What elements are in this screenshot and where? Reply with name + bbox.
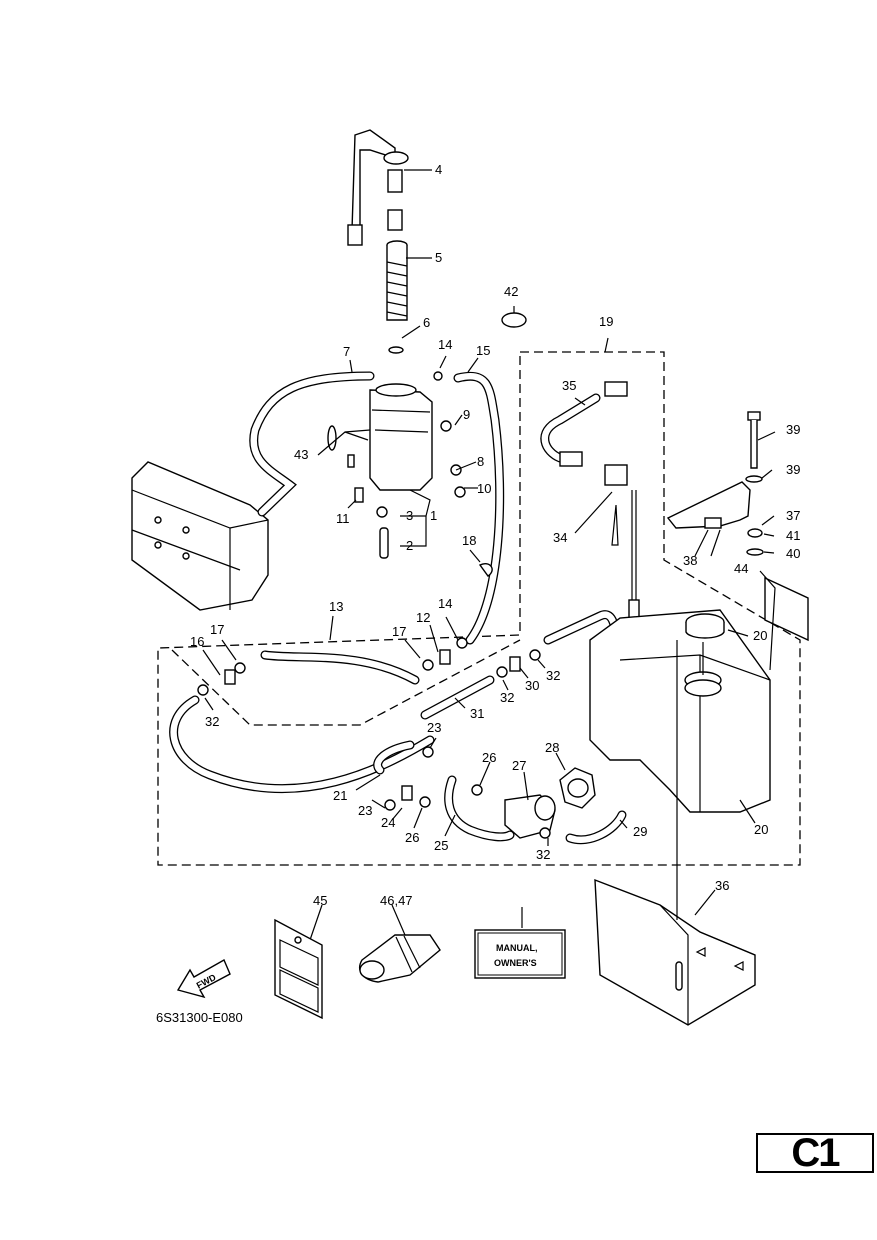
callout-18: 18	[462, 533, 476, 548]
callout-32d: 32	[536, 847, 550, 862]
callout-44: 45	[313, 893, 327, 908]
callout-19: 19	[599, 314, 613, 329]
callout-2: 2	[406, 538, 413, 553]
oil-pump-27	[504, 794, 556, 839]
fwd-arrow-icon: FWD	[176, 959, 231, 999]
callout-12: 12	[416, 610, 430, 625]
callout-14a: 14	[438, 337, 452, 352]
callout-40: 41	[786, 528, 800, 543]
callout-5: 5	[435, 250, 442, 265]
washer-39-lower	[746, 548, 764, 556]
bolt-38	[747, 411, 761, 469]
manual-tag-line1: MANUAL,	[496, 943, 538, 953]
callout-13: 13	[329, 599, 343, 614]
callout-26b: 26	[405, 830, 419, 845]
group-19-boundary	[157, 351, 801, 866]
callout-25: 25	[434, 838, 448, 853]
washer-6	[388, 346, 404, 354]
callout-6: 6	[423, 315, 430, 330]
callout-10: 10	[477, 481, 491, 496]
callout-23a: 23	[427, 720, 441, 735]
callout-26a: 26	[482, 750, 496, 765]
callout-41: 42	[504, 284, 518, 299]
callout-29: 29	[633, 824, 647, 839]
filler-tube	[386, 240, 408, 321]
callout-11: 11	[336, 511, 350, 526]
callout-31: 31	[470, 706, 484, 721]
callout-23b: 23	[358, 803, 372, 818]
pad-37	[704, 517, 722, 529]
callout-7: 7	[343, 344, 350, 359]
callout-14b: 14	[438, 596, 452, 611]
callout-42: 43	[294, 447, 308, 462]
callout-15: 15	[476, 343, 490, 358]
filler-cap	[347, 129, 409, 246]
callout-36: 37	[786, 508, 800, 523]
callout-33: 34	[553, 530, 567, 545]
callout-labels: 4 5 6 7 14 15 42 19 35 9 43 8 10 11 3 1 …	[190, 162, 800, 908]
nut-40	[747, 528, 763, 538]
callout-37: 38	[683, 553, 697, 568]
callout-39b: 40	[786, 546, 800, 561]
callout-17b: 17	[392, 624, 406, 639]
callout-43: 44	[734, 561, 748, 576]
callout-27: 27	[512, 758, 526, 773]
level-sensor	[559, 381, 640, 619]
manual-tag-line2: OWNER'S	[494, 958, 537, 968]
callout-21: 20	[753, 628, 767, 643]
callout-16: 16	[190, 634, 204, 649]
callout-38: 39	[786, 422, 800, 437]
callout-28: 28	[545, 740, 559, 755]
tank-cap-21	[685, 613, 725, 639]
bracket-36	[666, 481, 751, 529]
oil-filter-28	[559, 767, 596, 809]
washer-39-upper	[745, 475, 763, 483]
engine-block	[131, 461, 269, 611]
callout-35: 36	[715, 878, 729, 893]
oil-tank	[369, 383, 433, 491]
owners-manual-46-47: MANUAL, OWNER'S	[474, 929, 566, 979]
callout-45: 46,47	[380, 893, 413, 908]
callout-3: 3	[406, 508, 413, 523]
label-43	[764, 576, 809, 642]
callout-9: 9	[463, 407, 470, 422]
callout-39a: 39	[786, 462, 800, 477]
callout-4: 4	[435, 162, 442, 177]
callout-17a: 17	[210, 622, 224, 637]
callout-34: 35	[562, 378, 576, 393]
callout-32b: 32	[546, 668, 560, 683]
callout-22: 21	[333, 788, 347, 803]
caution-tag-44	[274, 918, 323, 1020]
clips	[197, 312, 551, 839]
hose-7	[249, 371, 375, 517]
callout-30: 30	[525, 678, 539, 693]
callout-8: 8	[477, 454, 484, 469]
leader-lines	[202, 169, 776, 941]
callout-20: 20	[754, 822, 768, 837]
callout-32c: 32	[500, 690, 514, 705]
page-code: C1	[756, 1131, 874, 1175]
mount-bracket-35	[594, 878, 756, 1026]
sleeve-45	[359, 934, 441, 983]
callout-1: 1	[430, 508, 437, 523]
group-inner-boundary	[171, 639, 521, 726]
main-oil-tank	[589, 609, 771, 813]
callout-24: 24	[381, 815, 395, 830]
callout-32a: 32	[205, 714, 219, 729]
drawing-code: 6S31300-E080	[156, 1010, 243, 1025]
